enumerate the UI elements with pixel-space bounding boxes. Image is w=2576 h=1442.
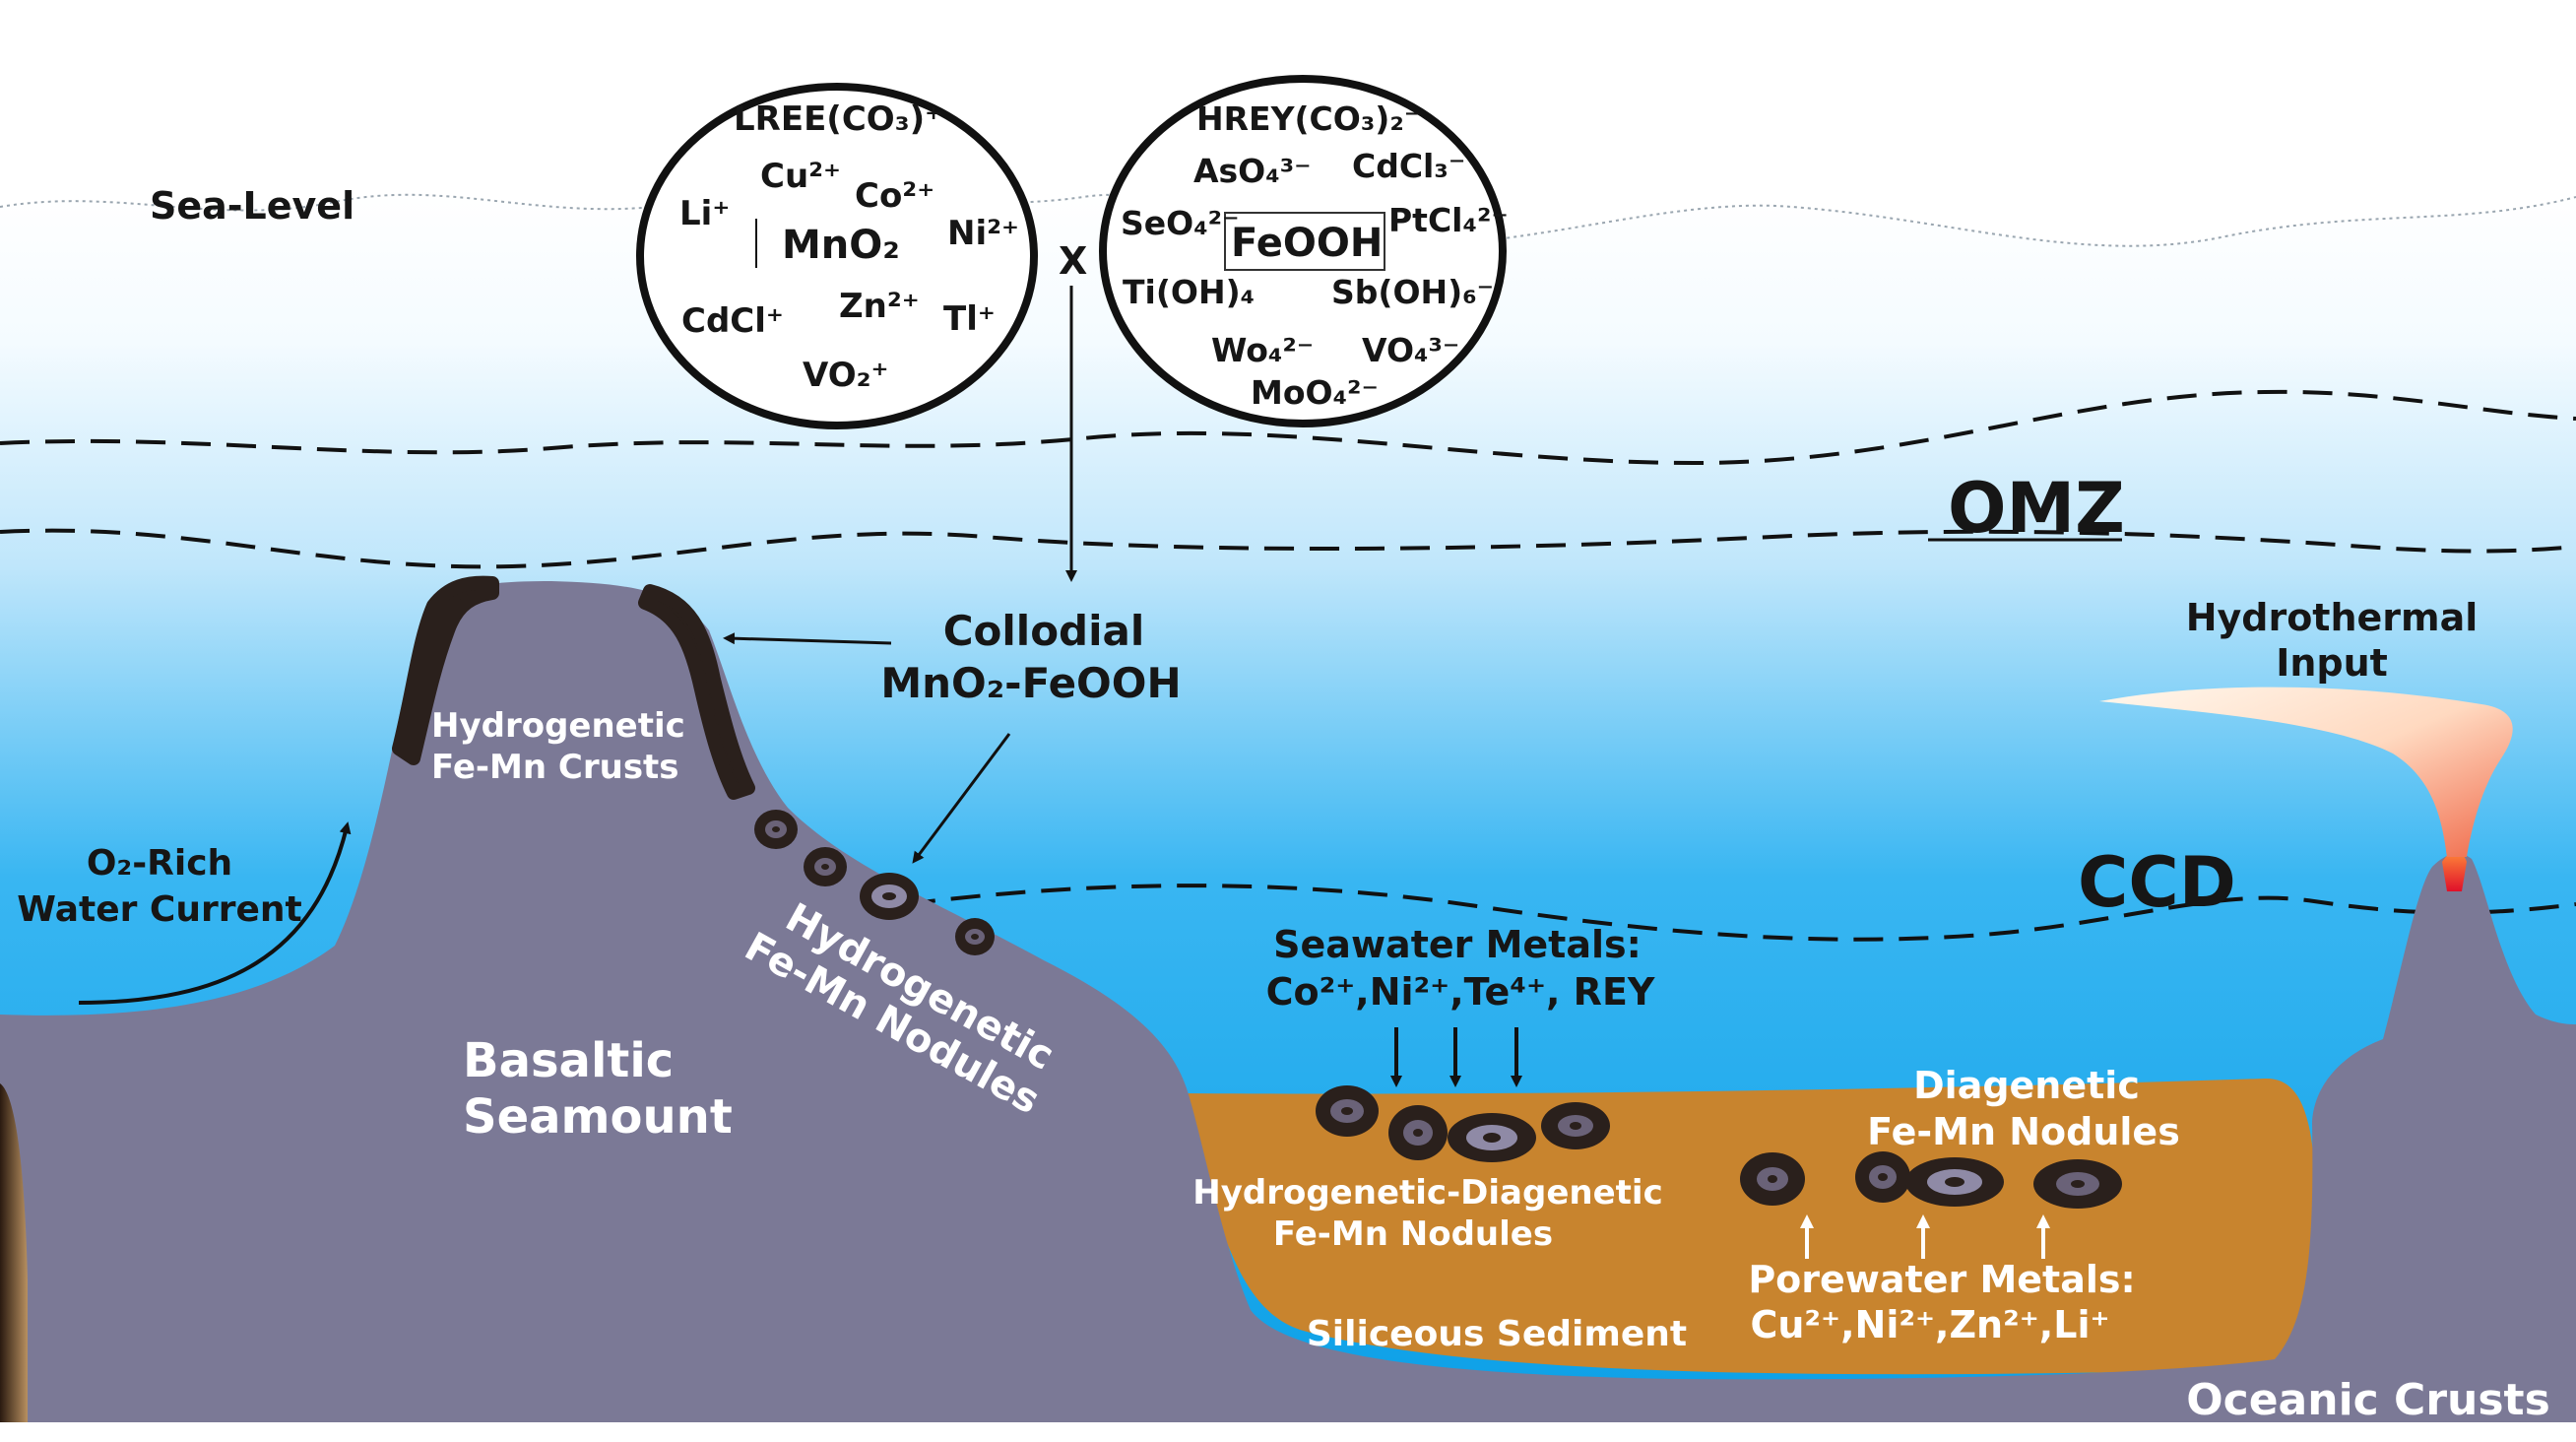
nodule (1448, 1113, 1536, 1162)
hydrogenetic-diagenetic-nodules-group (1316, 1085, 1610, 1162)
nodule (2033, 1159, 2122, 1209)
mno2-species-circle (636, 83, 1038, 429)
arrow-colloid-to-crust (723, 632, 892, 645)
omz-label: OMZ (1948, 468, 2125, 549)
species-seo4: SeO₄²⁻ (1121, 204, 1240, 242)
species-ptcl4: PtCl₄²⁻ (1388, 201, 1509, 239)
nodule (955, 918, 995, 955)
species-hrey: HREY(CO₃)₂⁻ (1196, 99, 1421, 138)
bottom-margin (0, 1422, 2576, 1437)
omz-lower-boundary (0, 528, 2576, 569)
species-lree: LREE(CO₃)⁺ (734, 99, 942, 139)
mixed-nodules-label-line1: Hydrogenetic-Diagenetic (1192, 1173, 1662, 1213)
nodule (860, 873, 919, 920)
species-zn: Zn²⁺ (839, 287, 920, 326)
species-tioh4: Ti(OH)₄ (1123, 273, 1255, 311)
diagenetic-label-line2: Fe-Mn Nodules (1867, 1110, 2180, 1153)
fe-mn-crust-deposit-right (638, 584, 755, 800)
crusts-label-line1: Hydrogenetic (431, 706, 685, 746)
fe-mn-crust-deposit-left (392, 575, 499, 765)
oceanic-crusts-label: Oceanic Crusts (2186, 1375, 2550, 1425)
seawater-metals-label-line2: Co²⁺,Ni²⁺,Te⁴⁺, REY (1266, 970, 1655, 1014)
diagenetic-nodules-group (1740, 1151, 2122, 1209)
ccd-boundary (905, 884, 2576, 942)
species-cdcl: CdCl⁺ (681, 301, 784, 341)
nodule (1541, 1102, 1610, 1149)
feooh-species-labels: HREY(CO₃)₂⁻ AsO₄³⁻ CdCl₃⁻ SeO₄²⁻ PtCl₄²⁻… (1121, 99, 1509, 412)
o2-label-line1: O₂-Rich (87, 843, 232, 884)
species-cu: Cu²⁺ (760, 157, 841, 196)
feooh-center-label: FeOOH (1231, 221, 1383, 266)
basaltic-seamount-and-crust (0, 581, 2576, 1437)
mixed-nodules-label-line2: Fe-Mn Nodules (1273, 1214, 1553, 1254)
seawater-metals-label-line1: Seawater Metals: (1273, 923, 1642, 966)
colloid-label-line1: Collodial (943, 607, 1145, 655)
nodule (1316, 1085, 1379, 1137)
siliceous-sediment-label: Siliceous Sediment (1307, 1314, 1687, 1354)
diagenetic-label-line1: Diagenetic (1913, 1064, 2140, 1107)
hydrothermal-label-line1: Hydrothermal (2186, 596, 2479, 639)
arrow-o2-current (78, 821, 352, 1005)
o2-label-line2: Water Current (17, 889, 301, 930)
ccd-label: CCD (2078, 842, 2236, 923)
species-sboh6: Sb(OH)₆⁻ (1331, 273, 1494, 311)
porewater-metals-label-line2: Cu²⁺,Ni²⁺,Zn²⁺,Li⁺ (1750, 1303, 2109, 1346)
mno2-species-labels: LREE(CO₃)⁺ Cu²⁺ Co²⁺ Li⁺ Ni²⁺ CdCl⁺ Zn²⁺… (679, 99, 1019, 395)
arrow-colloid-to-nodule (912, 733, 1011, 864)
nodule (1388, 1105, 1448, 1160)
left-edge-rock (0, 1083, 28, 1422)
species-wo4: Wo₄²⁻ (1211, 331, 1314, 369)
colloid-label-line2: MnO₂-FeOOH (880, 659, 1181, 707)
species-moo4: MoO₄²⁻ (1251, 373, 1379, 412)
species-cdcl3: CdCl₃⁻ (1352, 147, 1465, 185)
seamount-label-line1: Basaltic (463, 1033, 674, 1088)
seamount-label-line2: Seamount (463, 1089, 733, 1145)
species-ni: Ni²⁺ (947, 214, 1019, 253)
feooh-box (1224, 212, 1385, 271)
hydrothermal-plume (2099, 687, 2513, 857)
porewater-metals-label-line1: Porewater Metals: (1748, 1258, 2135, 1301)
hydrogenetic-nodules-group (754, 810, 995, 955)
nodule (1905, 1157, 2004, 1207)
nodule (754, 810, 798, 849)
species-vo4: VO₄³⁻ (1362, 331, 1459, 369)
species-li: Li⁺ (679, 194, 730, 233)
nodule (1740, 1152, 1805, 1206)
omz-upper-boundary (0, 389, 2576, 466)
nodule (804, 847, 847, 886)
hydrothermal-label-line2: Input (2276, 641, 2388, 685)
species-aso4: AsO₄³⁻ (1193, 152, 1312, 190)
nodule (1855, 1151, 1910, 1203)
sea-level-label: Sea-Level (150, 184, 354, 228)
species-co: Co²⁺ (855, 176, 934, 216)
species-vo2: VO₂⁺ (803, 356, 888, 395)
species-tl: Tl⁺ (943, 299, 996, 339)
feooh-species-circle (1099, 75, 1507, 427)
hydrothermal-vent (2442, 850, 2467, 891)
mno2-center-label: MnO₂ (782, 223, 900, 268)
crusts-label-line2: Fe-Mn Crusts (431, 748, 679, 787)
cross-symbol: X (1059, 239, 1087, 283)
